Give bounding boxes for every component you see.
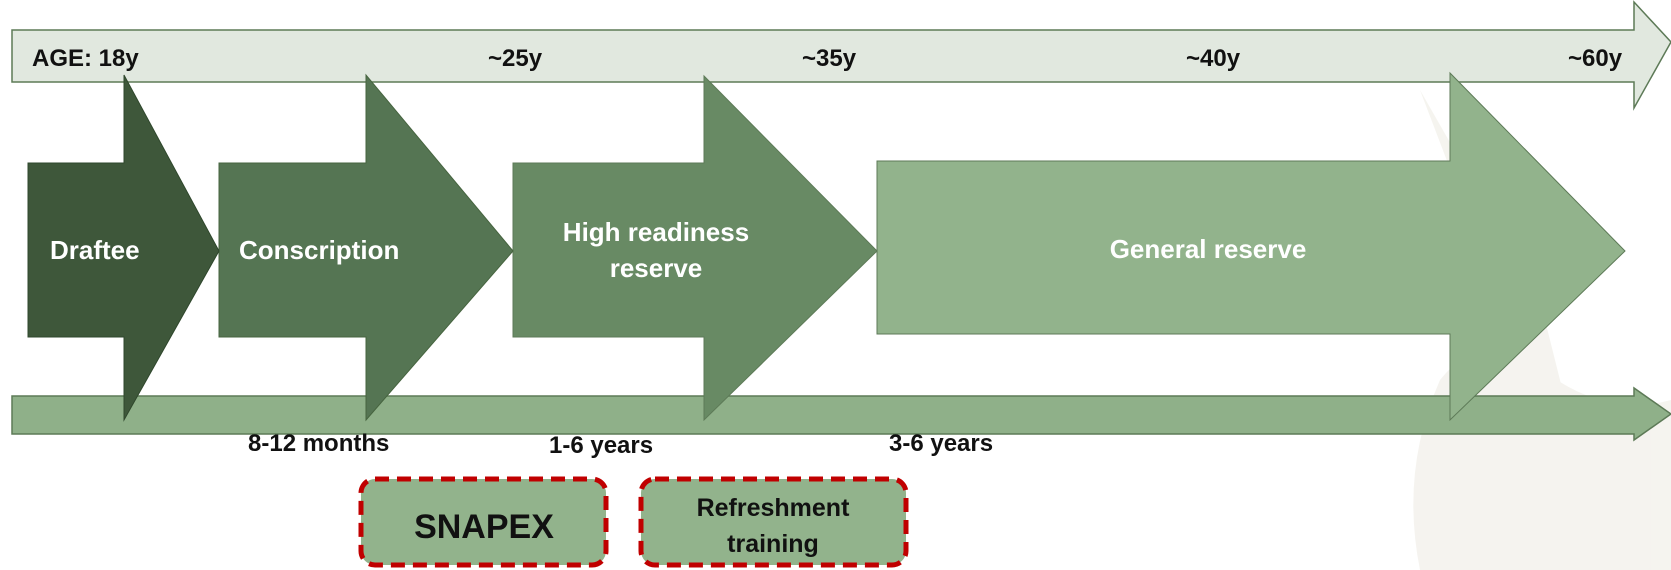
- draftee-arrow: [27, 74, 220, 422]
- conscription-arrow: [218, 73, 514, 422]
- high-readiness-label-line1: High readiness: [563, 217, 749, 247]
- duration-axis-arrow: [11, 386, 1671, 442]
- refreshment-label-line2: training: [727, 530, 819, 558]
- snapex-label: SNAPEX: [414, 508, 554, 546]
- age-label-60: ~60y: [1568, 45, 1623, 72]
- high-readiness-arrow: [512, 74, 878, 422]
- duration-general-reserve: 3-6 years: [889, 430, 993, 457]
- general-reserve-arrow: [876, 71, 1626, 422]
- age-label-25: ~25y: [488, 45, 543, 72]
- age-label-40: ~40y: [1186, 45, 1241, 72]
- age-label-35: ~35y: [802, 45, 857, 72]
- age-axis-arrow: [11, 0, 1671, 111]
- general-reserve-label: General reserve: [1110, 234, 1307, 264]
- duration-high-readiness: 1-6 years: [549, 432, 653, 459]
- draftee-label: Draftee: [50, 235, 140, 265]
- snapex-box: SNAPEX: [358, 476, 609, 568]
- conscription-label: Conscription: [239, 235, 399, 265]
- refreshment-label-line1: Refreshment: [697, 494, 850, 522]
- refreshment-training-box: Refreshment training: [638, 476, 909, 568]
- high-readiness-label-line2: reserve: [610, 253, 703, 283]
- duration-conscription: 8-12 months: [248, 430, 389, 457]
- age-label-18: AGE: 18y: [32, 45, 139, 72]
